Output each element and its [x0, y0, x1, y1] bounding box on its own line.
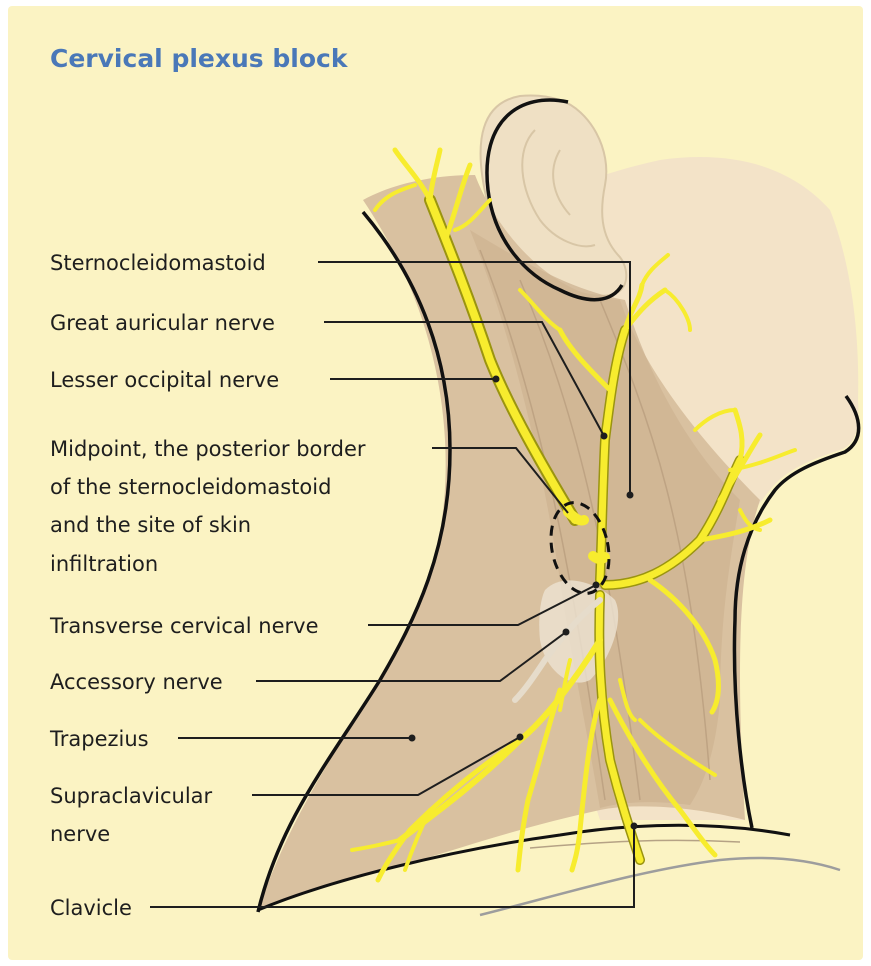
label-midpoint-line-1: Midpoint, the posterior border [50, 437, 366, 461]
label-great-auricular-nerve: Great auricular nerve [50, 311, 275, 335]
label-clavicle: Clavicle [50, 896, 132, 920]
leader-clavicle-dot [631, 823, 638, 830]
leader-accessory-dot [563, 629, 570, 636]
label-transverse-cervical-nerve: Transverse cervical nerve [49, 614, 319, 638]
label-trapezius: Trapezius [49, 727, 149, 751]
leader-trapezius-dot [409, 735, 416, 742]
leader-lesser-occipital-dot [493, 376, 500, 383]
leader-transverse-cervical-dot [593, 582, 600, 589]
nerve-end-great [593, 556, 605, 559]
label-lesser-occipital-nerve: Lesser occipital nerve [50, 368, 279, 392]
leader-supraclavicular-dot [517, 734, 524, 741]
label-supraclavicular-line-1: Supraclavicular [50, 784, 213, 808]
leader-great-auricular-dot [601, 433, 608, 440]
diagram-title: Cervical plexus block [50, 44, 349, 73]
label-accessory-nerve: Accessory nerve [50, 670, 223, 694]
label-sternocleidomastoid: Sternocleidomastoid [50, 251, 266, 275]
label-midpoint-line-4: infiltration [50, 552, 158, 576]
label-midpoint-line-3: and the site of skin [50, 513, 251, 537]
label-supraclavicular-line-2: nerve [50, 822, 110, 846]
leader-sternocleidomastoid-dot [627, 492, 634, 499]
label-midpoint-line-2: of the sternocleidomastoid [50, 475, 331, 499]
